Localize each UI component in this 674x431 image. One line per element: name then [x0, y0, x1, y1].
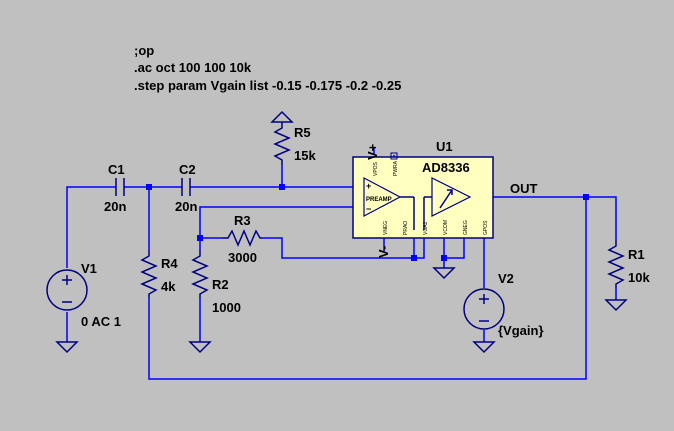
pin-gneg: GNEG: [463, 220, 469, 235]
u1-part: AD8336: [422, 160, 470, 175]
resistor-r3[interactable]: R3 3000: [222, 213, 262, 265]
r2-name: R2: [212, 277, 229, 292]
u1-name: U1: [436, 139, 453, 154]
r2-value: 1000: [212, 300, 241, 315]
preamp-triangle: [363, 177, 402, 217]
junction-dot: [279, 184, 285, 190]
vga-arrow-head-icon: [447, 189, 453, 195]
junction-dot: [146, 184, 152, 190]
net-label-vplus[interactable]: V+: [365, 143, 380, 160]
preamp-plus: +: [366, 181, 371, 191]
v2-value: {Vgain}: [498, 323, 544, 338]
capacitor-c2[interactable]: C2 20n: [175, 162, 197, 214]
resistor-r5[interactable]: R5 15k: [270, 110, 316, 165]
net-label-vminus[interactable]: V-: [376, 246, 391, 258]
r5-value: 15k: [294, 148, 316, 163]
pin-pwra: PWRA: [393, 160, 399, 176]
ground-symbol: [55, 341, 79, 354]
pwra-pin-marker: [390, 152, 398, 160]
ground-symbol: [604, 299, 628, 312]
preamp-minus: −: [366, 204, 371, 214]
junction-dot: [441, 255, 447, 261]
pin-prao: PRAO: [403, 221, 409, 235]
vga-arrow-icon: [439, 189, 453, 209]
pin-vcom: VCOM: [443, 220, 449, 235]
r4-name: R4: [161, 256, 178, 271]
pin-vneg: VNEG: [383, 221, 389, 235]
junction-dot: [197, 235, 203, 241]
pin-vpos: VPOS: [373, 161, 379, 176]
v1-value: 0 AC 1: [81, 314, 121, 329]
voltage-source-v2[interactable]: V2 {Vgain}: [463, 271, 544, 338]
pin-vga1: VGA1: [423, 221, 429, 235]
v1-name: V1: [81, 261, 97, 276]
capacitor-c1[interactable]: C1 20n: [104, 162, 126, 214]
pin-gpos: GPOS: [483, 220, 489, 235]
c2-value: 20n: [175, 199, 197, 214]
resistor-r2[interactable]: R2 1000: [191, 250, 241, 315]
c2-name: C2: [179, 162, 196, 177]
r1-name: R1: [628, 247, 645, 262]
r3-value: 3000: [228, 250, 257, 265]
c1-name: C1: [108, 162, 125, 177]
resistor-r4[interactable]: R4 4k: [140, 250, 178, 298]
directive-op[interactable]: ;op: [134, 43, 154, 58]
c1-value: 20n: [104, 199, 126, 214]
ground-symbol: [472, 341, 496, 354]
net-label-out[interactable]: OUT: [510, 181, 538, 196]
r1-value: 10k: [628, 270, 650, 285]
preamp-label: PREAMP: [366, 197, 392, 203]
ground-symbol: [188, 341, 212, 354]
directive-ac[interactable]: .ac oct 100 100 10k: [134, 60, 252, 75]
r4-value: 4k: [161, 279, 176, 294]
ic-u1-ad8336[interactable]: PREAMP + − VPOS PWRA VNEG PRAO VGA1 VCOM…: [352, 139, 494, 239]
resistor-r1[interactable]: R1 10k: [607, 240, 650, 288]
v2-name: V2: [498, 271, 514, 286]
ground-symbol: [432, 267, 456, 280]
r3-name: R3: [234, 213, 251, 228]
r5-name: R5: [294, 125, 311, 140]
voltage-source-v1[interactable]: V1 0 AC 1: [46, 261, 121, 329]
directive-step[interactable]: .step param Vgain list -0.15 -0.175 -0.2…: [134, 78, 401, 93]
junction-dot: [411, 255, 417, 261]
wires: [66, 147, 617, 380]
junction-dot: [583, 194, 589, 200]
